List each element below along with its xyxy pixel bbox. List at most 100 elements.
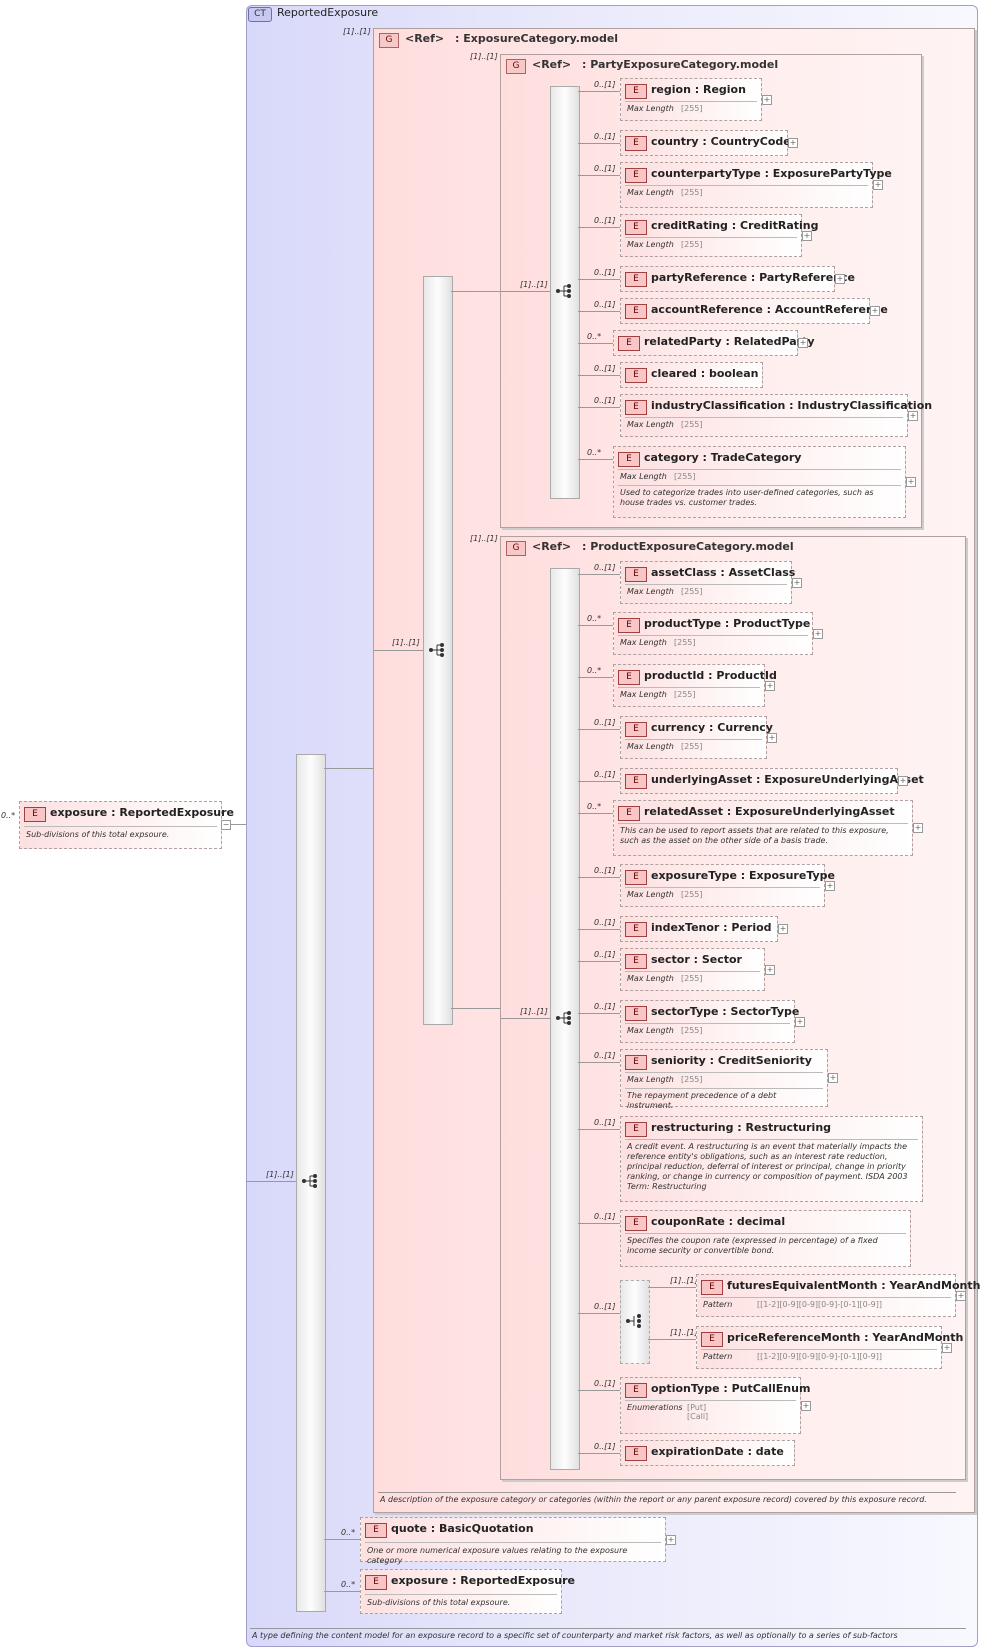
expand-icon[interactable]: + — [898, 776, 908, 786]
expand-icon[interactable]: + — [913, 823, 923, 833]
group-name[interactable]: : PartyExposureCategory.model — [582, 58, 779, 71]
expand-icon[interactable]: + — [802, 230, 812, 241]
expand-icon[interactable]: + — [835, 274, 845, 284]
category-model-cardinality: [1]..[1] — [343, 27, 371, 36]
element-name: category : TradeCategory — [644, 451, 802, 464]
element-quote[interactable]: E quote : BasicQuotation One or more num… — [360, 1517, 666, 1565]
element-cardinality: 0..[1] — [594, 718, 616, 727]
expand-icon[interactable]: + — [873, 180, 883, 190]
element-cardinality: 0..[1] — [594, 1051, 616, 1060]
element-cardinality: 0..[1] — [594, 396, 616, 405]
expand-icon[interactable]: + — [828, 1073, 838, 1083]
expand-icon[interactable]: + — [778, 924, 788, 934]
element-name: industryClassification : IndustryClassif… — [651, 399, 933, 412]
expand-icon[interactable]: + — [906, 477, 916, 487]
facet-label: Max Length — [627, 587, 674, 596]
element-name: exposure — [50, 806, 108, 819]
expand-icon[interactable]: + — [870, 306, 880, 316]
group-badge: G — [506, 59, 526, 74]
element-badge: E — [625, 304, 647, 319]
sub-exposure-cardinality: 0..* — [341, 1580, 356, 1589]
facet-value: [255] — [681, 974, 703, 983]
element-name: indexTenor : Period — [651, 921, 772, 934]
party-model-cardinality: [1]..[1] — [470, 52, 498, 61]
expand-icon[interactable]: + — [765, 964, 775, 975]
expand-icon[interactable]: + — [908, 410, 918, 421]
expand-icon[interactable]: + — [798, 338, 808, 348]
expand-icon[interactable]: + — [765, 680, 775, 691]
expand-icon[interactable]: + — [788, 138, 798, 148]
collapse-icon[interactable]: − — [221, 820, 231, 830]
expand-icon[interactable]: + — [813, 628, 823, 639]
element-doc: Sub-divisions of this total expsoure. — [367, 1598, 511, 1607]
element-cardinality: 0..* — [587, 448, 602, 457]
element-badge: E — [618, 670, 640, 685]
expand-icon[interactable]: + — [795, 1016, 805, 1027]
element-cardinality: 0..[1] — [594, 918, 616, 927]
choice-cardinality: 0..[1] — [594, 1302, 616, 1311]
facet-value: [255] — [681, 587, 703, 596]
element-name: priceReferenceMonth : YearAndMonth — [727, 1331, 964, 1344]
root-element-exposure[interactable]: E exposure : ReportedExposure Sub-divisi… — [19, 801, 234, 849]
element-cardinality: 0..* — [587, 332, 602, 341]
facet-label: Max Length — [620, 472, 667, 481]
element-name: seniority : CreditSeniority — [651, 1054, 812, 1067]
expand-icon[interactable]: + — [801, 1400, 811, 1411]
expand-icon[interactable]: + — [825, 880, 835, 891]
element-sub-exposure[interactable]: E exposure : ReportedExposure Sub-divisi… — [360, 1569, 575, 1614]
facet-label: Max Length — [620, 638, 667, 647]
element-badge: E — [625, 1446, 647, 1461]
expand-icon[interactable]: + — [666, 1535, 676, 1545]
group-ref: <Ref> — [532, 540, 572, 553]
expand-icon[interactable]: + — [792, 577, 802, 588]
facet-label: Pattern — [703, 1300, 733, 1309]
element-cardinality: 0..[1] — [594, 164, 616, 173]
facet-value: [[1-2][0-9][0-9][0-9]-[0-1][0-9]] — [757, 1300, 882, 1309]
group-ref: <Ref> — [405, 32, 445, 45]
expand-icon[interactable]: + — [942, 1342, 952, 1353]
element-name: creditRating : CreditRating — [651, 219, 819, 232]
facet-label: Max Length — [627, 1075, 674, 1084]
expand-icon[interactable]: + — [767, 732, 777, 743]
expand-icon[interactable]: + — [956, 1290, 966, 1301]
element-doc: Specifies the coupon rate (expressed in … — [627, 1236, 878, 1255]
element-name: futuresEquivalentMonth : YearAndMonth — [727, 1279, 981, 1292]
element-doc: Sub-divisions of this total expsoure. — [26, 830, 170, 839]
sequence-icon — [429, 643, 444, 657]
element-cardinality: 0..* — [587, 614, 602, 623]
group-name[interactable]: : ExposureCategory.model — [455, 32, 619, 45]
element-name: productType : ProductType — [644, 617, 811, 630]
group-name[interactable]: : ProductExposureCategory.model — [582, 540, 794, 553]
facet-value: [255] — [681, 1075, 703, 1084]
expand-icon[interactable]: + — [762, 94, 772, 105]
element-cardinality: 0..[1] — [594, 364, 616, 373]
product-sequence-bar — [550, 568, 580, 1470]
